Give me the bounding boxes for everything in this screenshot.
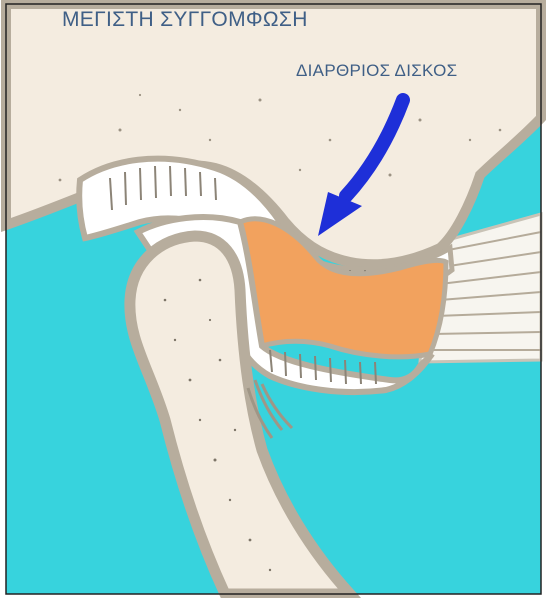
- disc-label: ΔΙΑΡΘΡΙΟΣ ΔΙΣΚΟΣ: [296, 61, 458, 81]
- title-label: ΜΕΓΙΣΤΗ ΣΥΓΓΟΜΦΩΣΗ: [62, 8, 308, 32]
